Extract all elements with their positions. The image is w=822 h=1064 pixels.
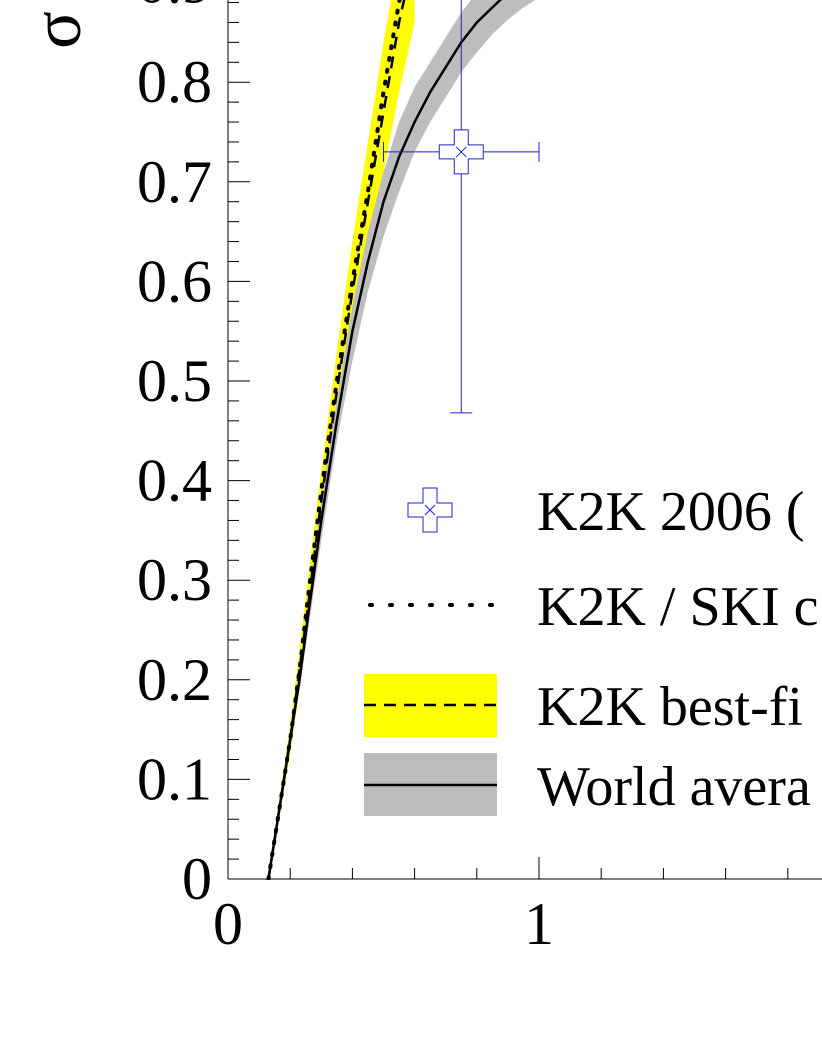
error-bands [268, 0, 536, 879]
y-tick-label: 0 [182, 846, 212, 912]
band-2 [268, 0, 536, 879]
legend-label: K2K 2006 ( [537, 481, 805, 543]
axes [227, 0, 822, 880]
y-tick-label: 0.9 [137, 0, 212, 16]
series-line-0 [266, 0, 402, 880]
legend-marker-star-b [424, 504, 436, 516]
marker-star-b [455, 146, 467, 158]
y-tick-label: 0.7 [137, 149, 212, 215]
y-tick-label: 0.8 [137, 49, 212, 115]
x-tick-label: 1 [524, 891, 554, 957]
y-tick-label: 0.5 [137, 348, 212, 414]
data-points [383, 0, 540, 414]
series-line-2 [267, 0, 502, 880]
curves [266, 0, 502, 880]
y-tick-label: 0.6 [137, 248, 212, 314]
legend-label: K2K / SKI c [537, 576, 819, 638]
legend-label: K2K best-fi [537, 676, 803, 738]
y-tick-label: 0.4 [137, 448, 212, 514]
tick-labels: 0 0.1 0.2 0.3 0.4 0.5 0.6 0.7 0.8 0.9 0 1 [137, 0, 554, 957]
legend-label: World avera [537, 756, 811, 818]
y-tick-label: 0.3 [137, 547, 212, 613]
x-tick-label: 0 [213, 891, 243, 957]
y-tick-label: 0.1 [137, 746, 212, 812]
y-tick-label: 0.2 [137, 647, 212, 713]
y-axis-label: σ [19, 11, 96, 49]
